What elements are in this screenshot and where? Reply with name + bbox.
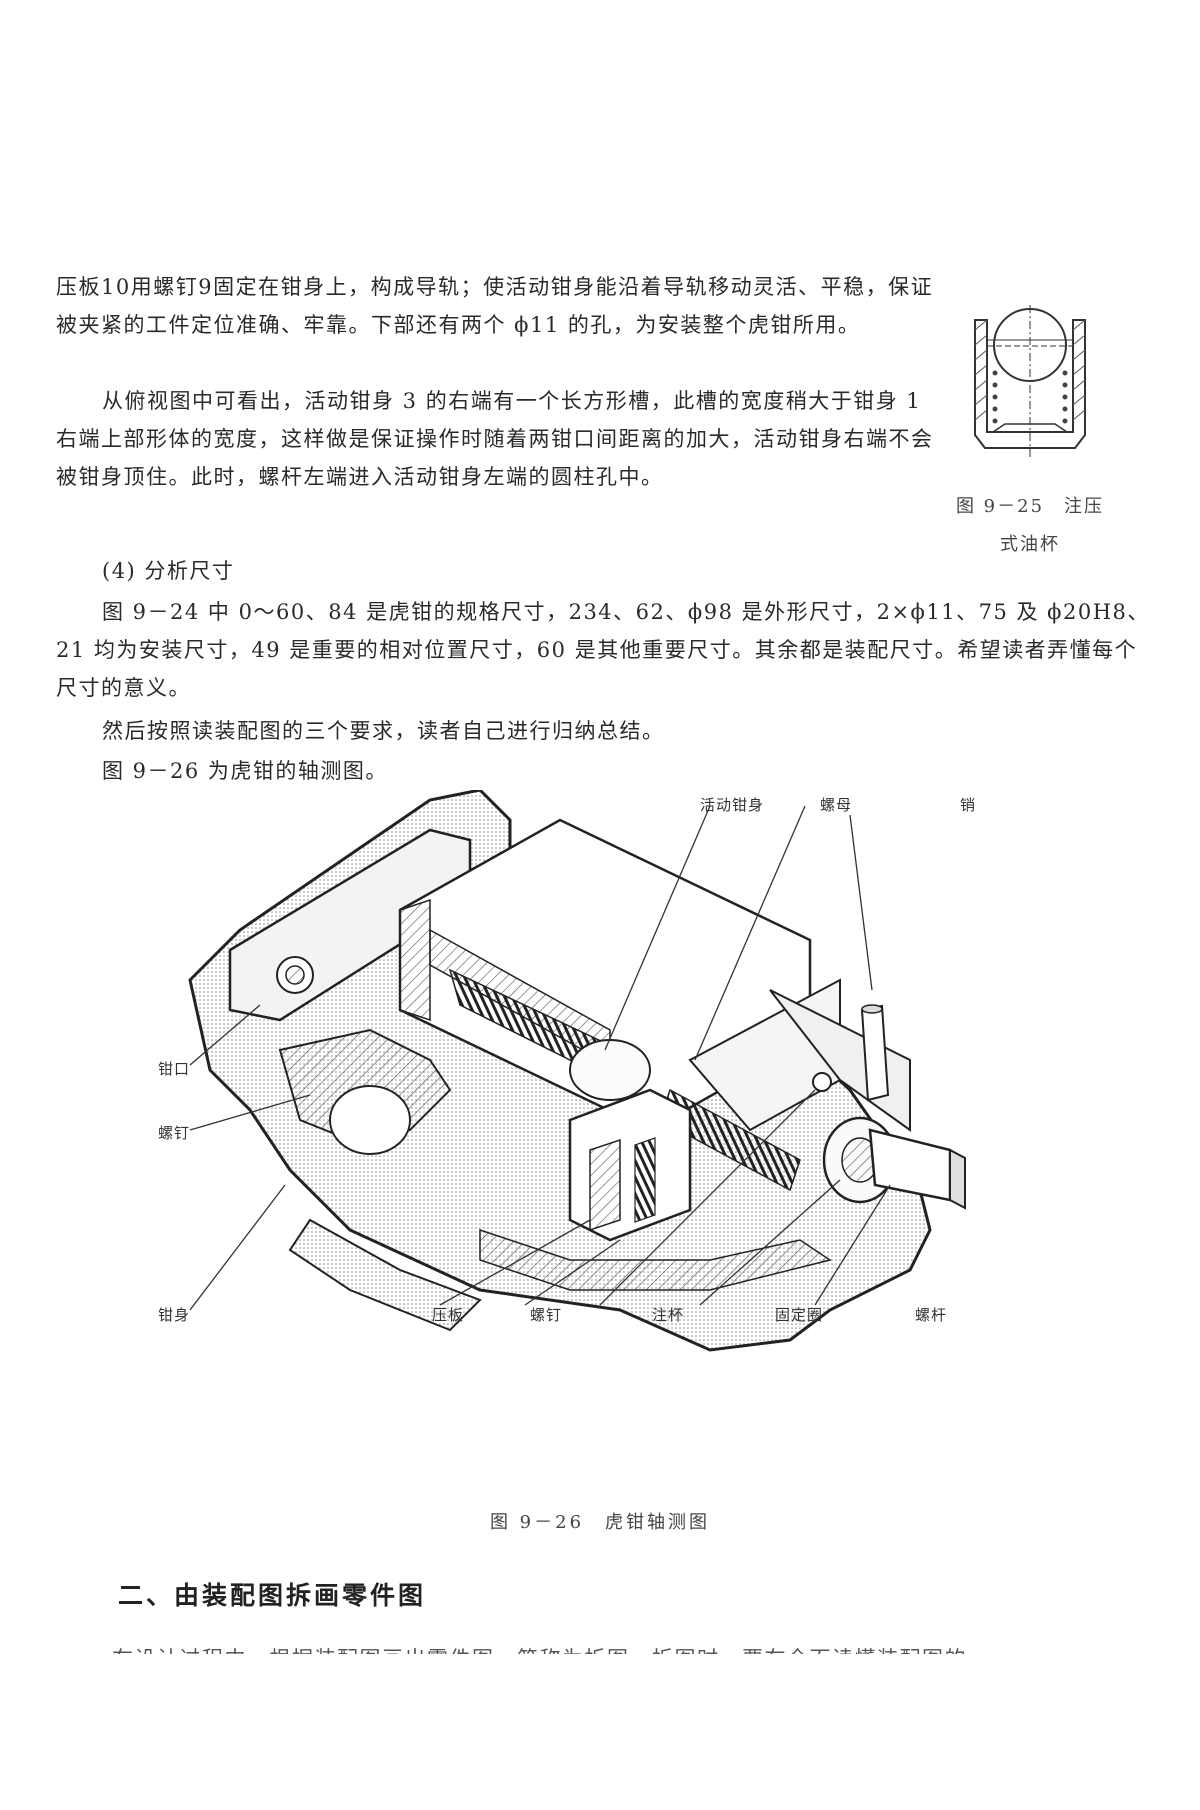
paragraph-dimensions: 图 9－24 中 0～60、84 是虎钳的规格尺寸，234、62、ϕ98 是外形… bbox=[56, 600, 1150, 700]
vise-figure-caption: 图 9－26 虎钳轴测图 bbox=[489, 1512, 711, 1533]
vise-isometric-drawing bbox=[188, 790, 966, 1352]
paragraph-press-plate: 压板10用螺钉9固定在钳身上，构成导轨；使活动钳身能沿着导轨移动灵活、平稳，保证… bbox=[56, 275, 934, 337]
oil-cup-caption-line1: 图 9－25 注压 bbox=[955, 496, 1105, 517]
paragraph-summary: 然后按照读装配图的三个要求，读者自己进行归纳总结。 bbox=[102, 719, 665, 743]
label-pin: 销 bbox=[960, 796, 977, 814]
label-oil-cup: 注杯 bbox=[652, 1306, 685, 1324]
label-movable-jaw-body: 活动钳身 bbox=[700, 796, 765, 814]
label-lead-screw: 螺杆 bbox=[915, 1306, 948, 1324]
oil-cup-caption-line2: 式油杯 bbox=[1000, 534, 1060, 555]
label-screw-left: 螺钉 bbox=[158, 1124, 191, 1142]
cut-off-text-line: 在设计过程中，根据装配图画出零件图，简称为拆图。拆图时，要在全面读懂装配图的 bbox=[112, 1640, 1142, 1654]
subheading-analyze-dimensions: (4) 分析尺寸 bbox=[102, 559, 235, 583]
label-jaw: 钳口 bbox=[158, 1060, 191, 1078]
label-body: 钳身 bbox=[158, 1306, 191, 1324]
label-screw-bottom: 螺钉 bbox=[530, 1306, 563, 1324]
oil-cup-drawing bbox=[974, 305, 1086, 458]
paragraph-top-view: 从俯视图中可看出，活动钳身 3 的右端有一个长方形槽，此槽的宽度稍大于钳身 1 … bbox=[56, 389, 934, 489]
section-title: 二、由装配图拆画零件图 bbox=[118, 1581, 427, 1610]
paragraph-figure-reference: 图 9－26 为虎钳的轴测图。 bbox=[102, 759, 388, 783]
label-press-plate: 压板 bbox=[432, 1306, 465, 1324]
label-fixed-ring: 固定圈 bbox=[775, 1306, 824, 1324]
label-nut: 螺母 bbox=[820, 796, 853, 814]
